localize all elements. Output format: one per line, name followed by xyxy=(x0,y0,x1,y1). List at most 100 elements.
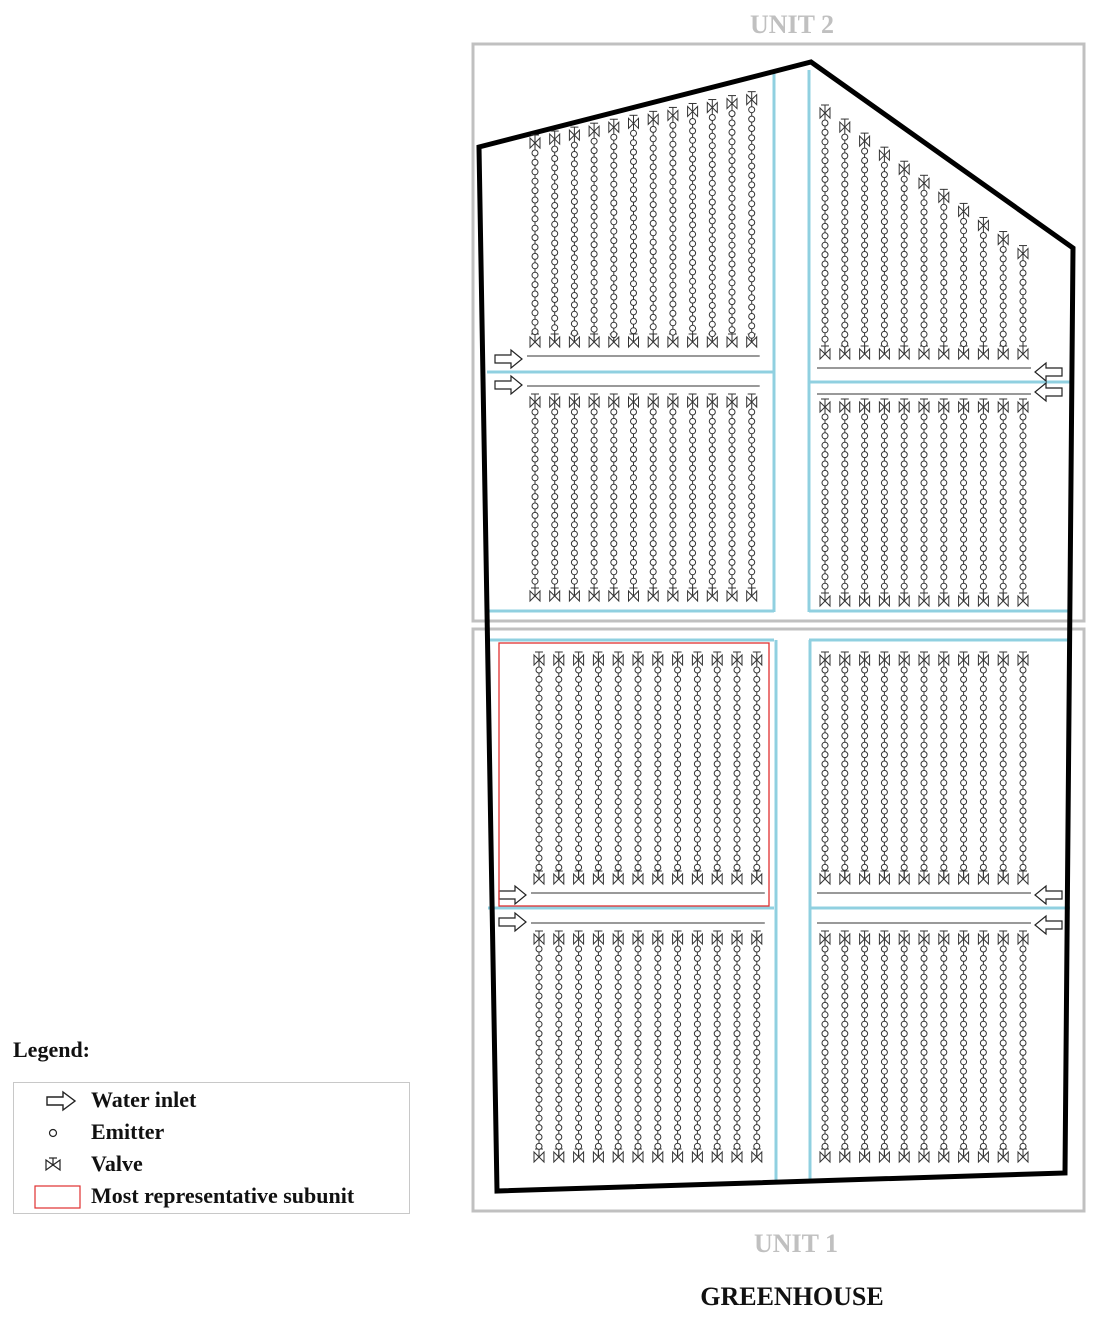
emitter xyxy=(940,1039,948,1047)
emitter xyxy=(999,340,1007,347)
emitter xyxy=(575,788,583,796)
emitter xyxy=(979,326,987,333)
emitter xyxy=(753,1086,761,1094)
emitter xyxy=(1019,507,1027,515)
emitter xyxy=(748,436,756,444)
emitter xyxy=(841,460,849,468)
emitter xyxy=(649,483,657,491)
emitter xyxy=(748,303,756,311)
emitter xyxy=(880,516,888,524)
emitter xyxy=(920,816,928,824)
emitter xyxy=(920,265,928,272)
emitter xyxy=(708,521,716,529)
emitter xyxy=(674,685,682,693)
emitter xyxy=(999,460,1007,468)
emitter xyxy=(940,798,948,806)
emitter xyxy=(1019,488,1027,496)
emitter xyxy=(960,563,968,571)
emitter xyxy=(551,258,559,266)
emitter xyxy=(821,175,829,183)
emitter xyxy=(708,493,716,501)
emitter xyxy=(753,704,761,712)
emitter xyxy=(748,502,756,510)
emitter xyxy=(880,208,888,216)
emitter xyxy=(920,516,928,524)
emitter xyxy=(674,983,682,991)
emitter xyxy=(1019,1095,1027,1103)
emitter xyxy=(634,835,642,843)
emitter xyxy=(551,164,559,172)
emitter xyxy=(920,863,928,871)
emitter xyxy=(960,1086,968,1094)
emitter xyxy=(728,483,736,491)
emitter xyxy=(1019,835,1027,843)
emitter xyxy=(610,143,618,151)
emitter xyxy=(728,464,736,472)
emitter xyxy=(535,779,543,787)
emitter xyxy=(733,854,741,862)
emitter xyxy=(610,331,618,339)
emitter xyxy=(821,563,829,571)
emitter xyxy=(708,530,716,538)
emitter xyxy=(841,441,849,449)
emitter xyxy=(940,460,948,468)
emitter xyxy=(570,198,578,205)
emitter xyxy=(614,835,622,843)
emitter xyxy=(689,277,697,285)
valve xyxy=(608,121,620,134)
emitter xyxy=(748,549,756,557)
emitter xyxy=(1019,451,1027,459)
emitter xyxy=(614,973,622,981)
emitter xyxy=(689,202,697,210)
emitter xyxy=(900,845,908,853)
emitter xyxy=(610,568,618,576)
emitter xyxy=(555,685,563,693)
emitter xyxy=(960,582,968,590)
emitter xyxy=(841,432,849,440)
emitter xyxy=(555,769,563,777)
emitter xyxy=(713,675,721,683)
emitter xyxy=(940,250,948,258)
emitter xyxy=(900,973,908,981)
emitter xyxy=(733,1142,741,1150)
emitter xyxy=(570,521,578,529)
emitter xyxy=(861,741,869,749)
emitter xyxy=(630,511,637,519)
emitter xyxy=(940,1067,948,1075)
emitter xyxy=(594,1020,602,1028)
emitter xyxy=(674,807,682,815)
emitter xyxy=(940,854,948,862)
emitter xyxy=(555,807,563,815)
emitter xyxy=(920,751,928,759)
emitter xyxy=(1019,826,1027,834)
emitter xyxy=(841,675,849,683)
emitter xyxy=(979,297,987,305)
emitter xyxy=(728,549,736,557)
emitter xyxy=(689,464,697,472)
emitter xyxy=(821,432,829,440)
emitter xyxy=(841,573,849,581)
emitter xyxy=(614,807,622,815)
emitter xyxy=(669,121,677,129)
emitter xyxy=(551,173,559,181)
emitter xyxy=(693,807,701,815)
emitter xyxy=(551,220,559,228)
emitter xyxy=(669,511,677,519)
emitter xyxy=(630,530,637,538)
emitter xyxy=(880,760,888,768)
emitter xyxy=(555,1011,563,1019)
emitter xyxy=(693,675,701,683)
emitter xyxy=(960,835,968,843)
emitter xyxy=(594,675,602,683)
emitter xyxy=(674,826,682,834)
emitter xyxy=(900,335,908,343)
emitter xyxy=(674,816,682,824)
emitter xyxy=(1019,1058,1027,1066)
emitter xyxy=(960,311,968,319)
emitter xyxy=(575,1077,583,1085)
emitter xyxy=(920,1011,928,1019)
emitter xyxy=(920,340,928,348)
emitter xyxy=(1019,973,1027,981)
emitter xyxy=(821,760,829,768)
emitter xyxy=(674,1124,682,1132)
